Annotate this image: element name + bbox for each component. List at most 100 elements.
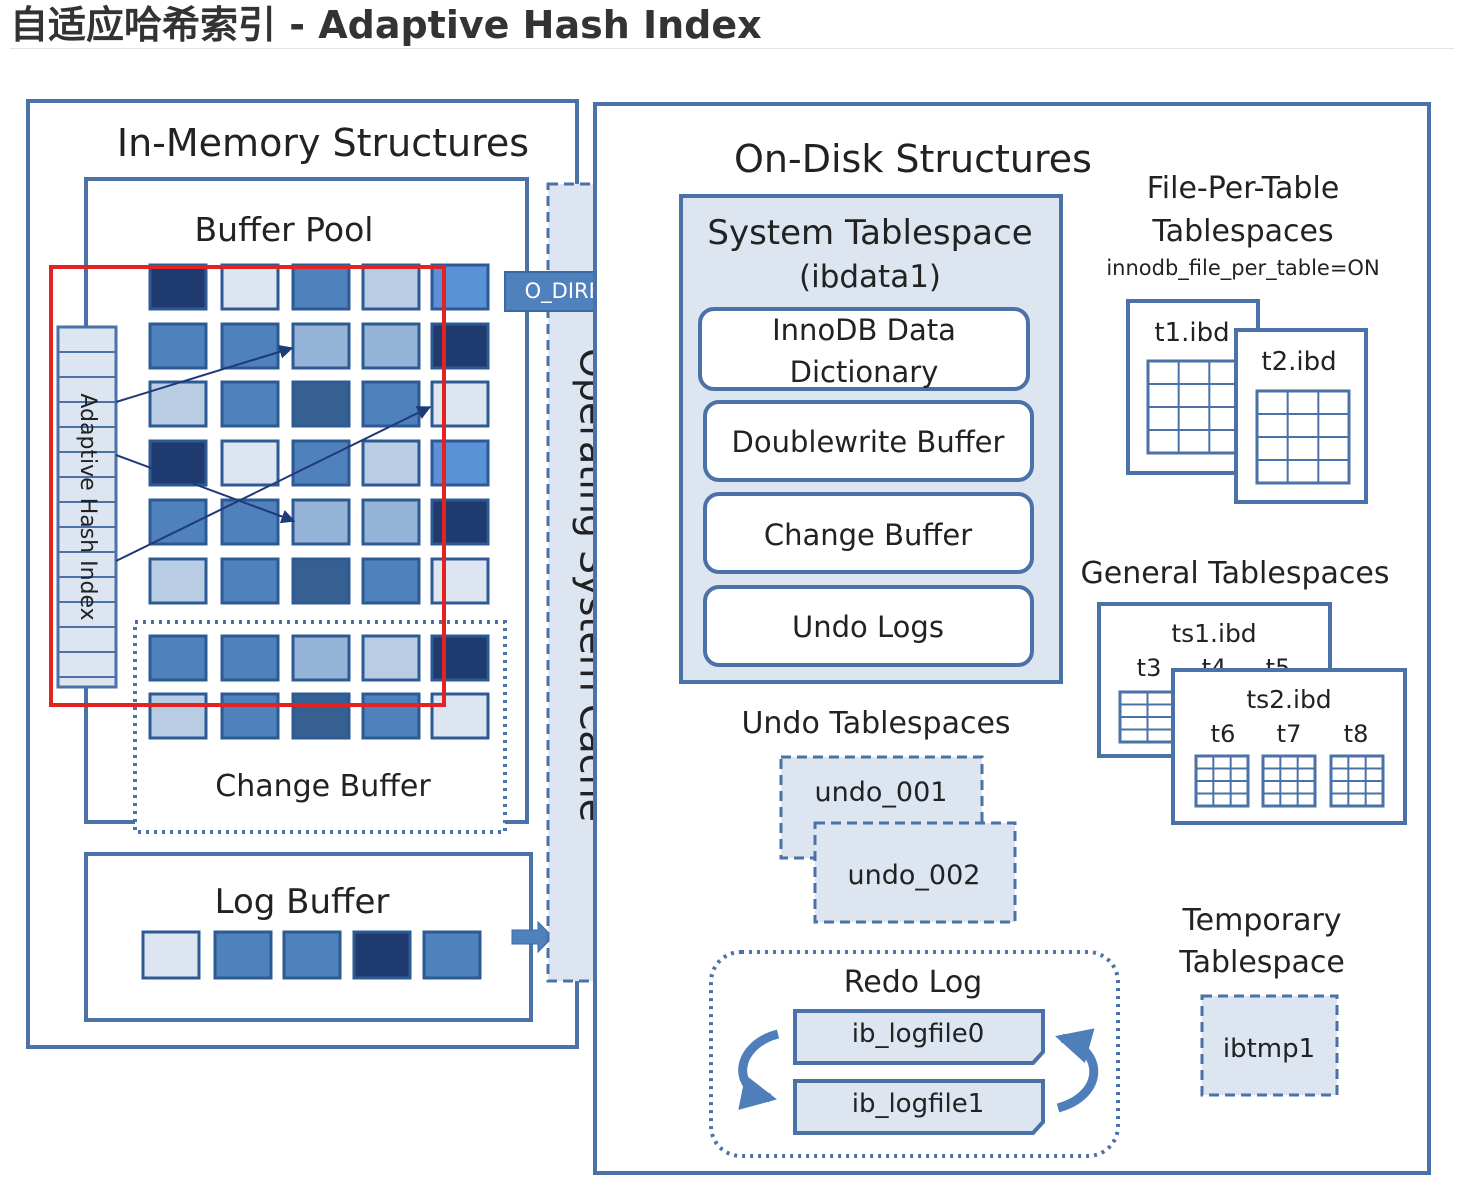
t1-file-label: t1.ibd xyxy=(1154,318,1229,348)
redo-cycle-arrows xyxy=(738,1028,1099,1113)
buffer-pool-page xyxy=(291,498,351,546)
buffer-pool-page xyxy=(291,322,351,370)
buffer-pool-page xyxy=(148,557,208,605)
buffer-pool-page xyxy=(220,380,280,428)
data-dictionary-label-line1: InnoDB Data xyxy=(772,313,956,347)
undo-logs-label: Undo Logs xyxy=(792,610,944,644)
data-dictionary-label-line2: Dictionary xyxy=(790,355,939,389)
log-buffer-page xyxy=(213,930,273,980)
ts2-table-t6: t6 xyxy=(1211,720,1236,748)
buffer-pool-page xyxy=(148,692,208,740)
ibtmp1-file xyxy=(1200,994,1339,1097)
buffer-pool-page xyxy=(430,322,490,370)
buffer-pool-page xyxy=(430,263,490,311)
buffer-pool-page xyxy=(361,322,421,370)
buffer-pool-page xyxy=(430,498,490,546)
buffer-pool-page xyxy=(220,557,280,605)
log-buffer-to-os-cache-arrow xyxy=(511,920,554,954)
buffer-pool-page xyxy=(148,263,208,311)
adaptive-hash-index-bar: Adaptive Hash Index xyxy=(56,325,118,689)
ts2-table-t8: t8 xyxy=(1344,720,1369,748)
buffer-pool-page xyxy=(220,692,280,740)
log-buffer-pages xyxy=(141,930,482,980)
t1-table-icon xyxy=(1146,359,1242,455)
general-tablespaces-section: General Tablespaces ts1.ibd t3 t4 t5 ts2… xyxy=(1081,556,1407,825)
ibtmp1-label: ibtmp1 xyxy=(1223,1034,1315,1064)
on-disk-title: On-Disk Structures xyxy=(734,137,1092,181)
undo-tablespaces-title: Undo Tablespaces xyxy=(741,706,1010,741)
buffer-pool-page xyxy=(430,439,490,487)
buffer-pool-page xyxy=(361,557,421,605)
data-dictionary-box xyxy=(698,307,1030,391)
ts2-table-icons xyxy=(1194,754,1385,808)
undo-002-label: undo_002 xyxy=(848,860,981,891)
buffer-pool-page xyxy=(220,263,280,311)
temporary-tablespace-section: Temporary Tablespace ibtmp1 xyxy=(1178,903,1345,1097)
ib-logfile0-label: ib_logfile0 xyxy=(852,1019,985,1049)
undo-logs-box xyxy=(703,585,1034,667)
ts1-table-t3: t3 xyxy=(1137,654,1162,682)
buffer-pool-page xyxy=(430,634,490,682)
doublewrite-buffer-box xyxy=(703,400,1034,482)
file-per-table-setting: innodb_file_per_table=ON xyxy=(1106,256,1379,281)
system-change-buffer-label: Change Buffer xyxy=(764,518,972,552)
log-buffer-page xyxy=(352,930,412,980)
ts1-table-icon xyxy=(1118,690,1177,744)
redo-log-title: Redo Log xyxy=(844,965,982,1000)
buffer-pool-page xyxy=(291,692,351,740)
buffer-pool-page xyxy=(361,380,421,428)
ts1-file-label: ts1.ibd xyxy=(1171,619,1256,648)
doublewrite-buffer-label: Doublewrite Buffer xyxy=(732,425,1005,459)
buffer-pool-page xyxy=(361,634,421,682)
buffer-pool-page xyxy=(361,439,421,487)
t2-table-icon xyxy=(1255,389,1351,485)
buffer-pool-page xyxy=(291,263,351,311)
buffer-pool-page xyxy=(291,380,351,428)
buffer-pool-page xyxy=(291,439,351,487)
system-tablespace-panel: System Tablespace (ibdata1) InnoDB Data … xyxy=(679,194,1063,684)
buffer-pool-page xyxy=(361,263,421,311)
ib-logfile0-box xyxy=(793,1009,1045,1065)
system-tablespace-title: System Tablespace xyxy=(707,213,1032,253)
buffer-pool-page xyxy=(361,692,421,740)
adaptive-hash-index-label: Adaptive Hash Index xyxy=(75,393,100,620)
buffer-pool-page xyxy=(291,557,351,605)
buffer-pool-page xyxy=(220,634,280,682)
t2-file-label: t2.ibd xyxy=(1261,347,1336,377)
temporary-tablespace-title-line1: Temporary xyxy=(1181,903,1341,938)
buffer-pool-page xyxy=(220,439,280,487)
undo-tablespaces-section: Undo Tablespaces undo_001 undo_002 xyxy=(741,706,1017,924)
buffer-pool-page xyxy=(148,322,208,370)
buffer-pool-page xyxy=(220,498,280,546)
buffer-pool-title: Buffer Pool xyxy=(195,210,374,249)
general-tablespaces-title: General Tablespaces xyxy=(1081,556,1390,591)
ib-logfile1-box xyxy=(793,1079,1045,1135)
ts2-table-t7: t7 xyxy=(1277,720,1302,748)
in-memory-title: In-Memory Structures xyxy=(117,121,529,165)
log-buffer-page xyxy=(282,930,342,980)
file-per-table-title-line2: Tablespaces xyxy=(1151,214,1333,249)
buffer-pool-pages xyxy=(148,263,490,740)
log-buffer-title: Log Buffer xyxy=(215,882,390,922)
redo-log-section: Redo Log ib_logfile0 ib_logfile1 xyxy=(709,950,1120,1158)
file-per-table-section: File-Per-Table Tablespaces innodb_file_p… xyxy=(1106,171,1380,504)
system-change-buffer-box xyxy=(703,492,1034,574)
buffer-pool-page xyxy=(430,692,490,740)
log-buffer-page xyxy=(422,930,482,980)
temporary-tablespace-title-line2: Tablespace xyxy=(1178,945,1345,980)
undo-001-label: undo_001 xyxy=(815,777,948,808)
ts2-file-label: ts2.ibd xyxy=(1246,685,1331,714)
system-tablespace-file: (ibdata1) xyxy=(799,259,941,295)
page-title: 自适应哈希索引 - Adaptive Hash Index xyxy=(10,0,1454,49)
change-buffer-label: Change Buffer xyxy=(215,769,431,804)
adaptive-hash-index-highlight xyxy=(49,265,446,707)
buffer-pool-page xyxy=(148,634,208,682)
buffer-pool-page xyxy=(430,380,490,428)
ib-logfile1-label: ib_logfile1 xyxy=(852,1089,985,1119)
buffer-pool-page xyxy=(291,634,351,682)
file-per-table-title-line1: File-Per-Table xyxy=(1147,171,1340,206)
log-buffer-page xyxy=(141,930,201,980)
hash-pointer-arrows xyxy=(115,345,432,562)
buffer-pool-page xyxy=(361,498,421,546)
